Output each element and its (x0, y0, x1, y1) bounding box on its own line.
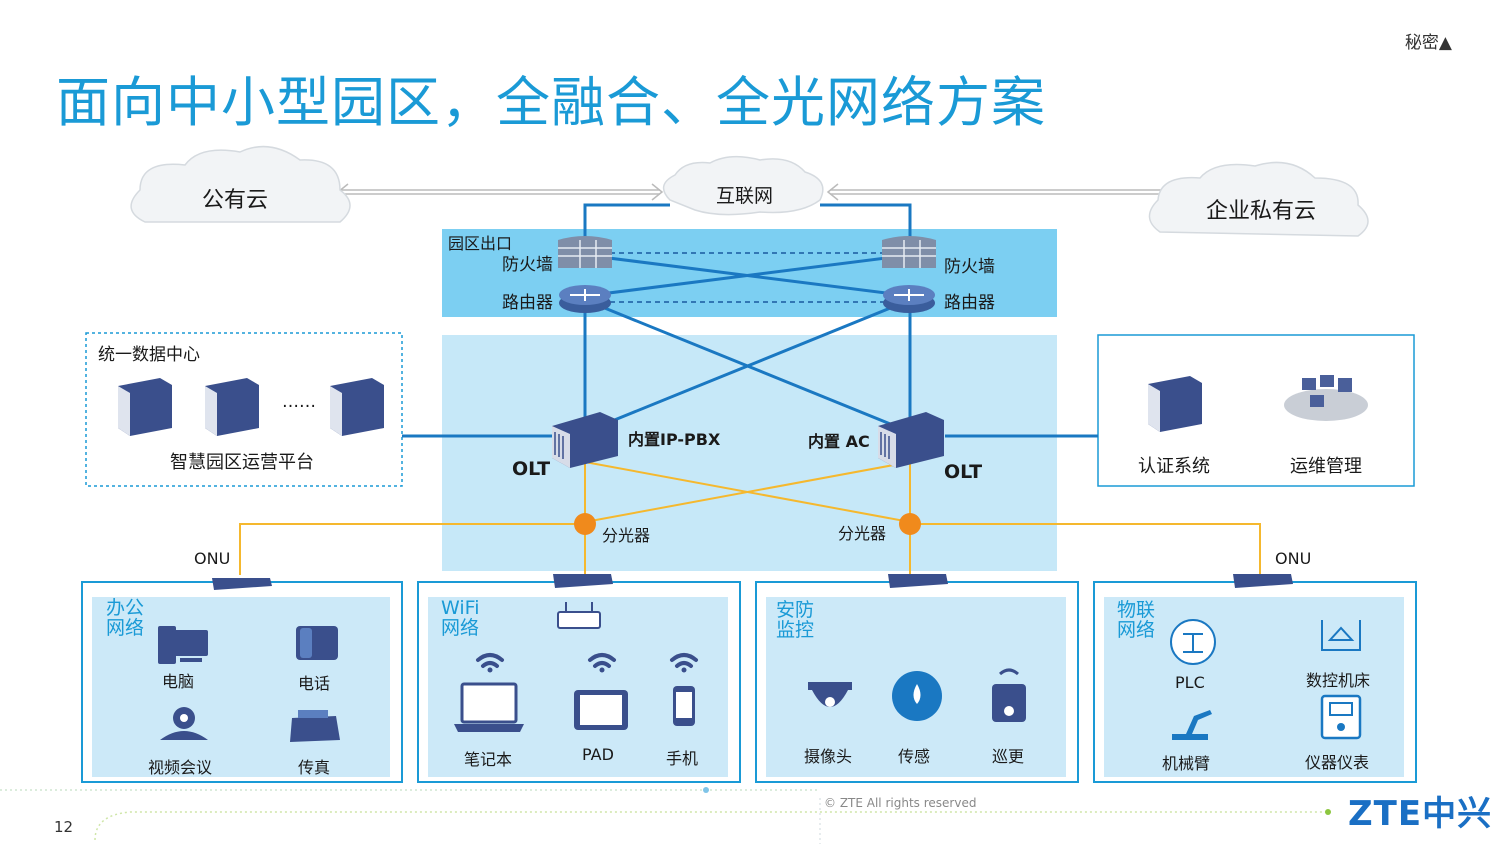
item-plc: PLC (1175, 673, 1205, 692)
zone-iot-title: 物联 网络 (1117, 599, 1156, 641)
tablet-icon (574, 690, 628, 730)
server-icon (118, 376, 1202, 436)
zte-logo: ZTE中兴 (1348, 794, 1493, 834)
router-icon (559, 285, 935, 313)
pbx-label: 内置IP-PBX (628, 430, 721, 449)
core-panel (442, 335, 1057, 571)
splitter-icon (574, 513, 921, 535)
router-left-label: 路由器 (502, 293, 553, 313)
public-cloud-label: 公有云 (202, 188, 269, 213)
splitter-left-label: 分光器 (602, 526, 651, 545)
olt-right-label: OLT (944, 461, 983, 483)
zone-boxes (81, 581, 1417, 783)
router-wifi-icon (557, 602, 601, 629)
backbone-links (402, 203, 1098, 438)
wifi-icon (476, 653, 698, 668)
item-instrument: 仪器仪表 (1305, 753, 1370, 772)
item-computer: 电脑 (162, 672, 195, 691)
wifi-icon-dots (487, 667, 687, 673)
olt-icon (552, 412, 944, 468)
video-conference-icon (160, 707, 208, 740)
ac-label: 内置 AC (808, 432, 870, 451)
splitter-right-label: 分光器 (838, 524, 887, 543)
item-video-conference: 视频会议 (148, 758, 213, 777)
router-right-label: 路由器 (944, 293, 995, 313)
phone-icon (296, 626, 338, 660)
olt-left-label: OLT (512, 458, 551, 480)
zone-office-title: 办公 网络 (106, 597, 145, 639)
page-title: 面向中小型园区，全融合、全光网络方案 (56, 71, 1046, 134)
network-management-icon (1284, 375, 1368, 421)
robot-arm-icon (1172, 710, 1212, 740)
item-laptop: 笔记本 (464, 750, 513, 769)
mobile-icon (673, 686, 695, 726)
secret-label: 秘密▲ (1404, 33, 1452, 53)
onu-left-label: ONU (194, 549, 231, 568)
item-robot-arm: 机械臂 (1162, 754, 1211, 773)
item-camera: 摄像头 (804, 747, 853, 766)
egress-label: 园区出口 (448, 234, 513, 253)
item-mobile: 手机 (666, 749, 699, 768)
datacenter-dots: …… (282, 392, 316, 412)
firewall-right-label: 防火墙 (944, 257, 995, 277)
onu-right-label: ONU (1275, 549, 1312, 568)
patrol-icon (992, 668, 1026, 722)
cloud-icon (130, 145, 1369, 237)
item-cnc: 数控机床 (1306, 671, 1371, 690)
firewall-icon (558, 236, 936, 268)
zone-security-title: 安防 监控 (776, 599, 815, 641)
computer-icon (158, 626, 208, 664)
auth-label: 认证系统 (1138, 456, 1210, 477)
internet-label: 互联网 (716, 185, 774, 207)
item-phone: 电话 (298, 674, 331, 693)
item-tablet: PAD (582, 745, 614, 764)
onu-icon (212, 574, 1293, 590)
firewall-left-label: 防火墙 (502, 255, 553, 275)
private-cloud-label: 企业私有云 (1206, 199, 1317, 224)
item-fax: 传真 (298, 758, 331, 777)
item-patrol: 巡更 (992, 747, 1025, 766)
item-sensor: 传感 (898, 747, 931, 766)
sensor-icon (892, 671, 942, 721)
instrument-icon (1320, 694, 1362, 740)
ops-label: 运维管理 (1290, 456, 1362, 477)
camera-icon (808, 682, 852, 707)
cnc-icon (1321, 620, 1361, 651)
platform-label: 智慧园区运营平台 (170, 452, 314, 473)
zone-wifi-title: WiFi 网络 (441, 597, 480, 639)
fax-icon (290, 710, 340, 742)
copyright: © ZTE All rights reserved (824, 796, 977, 810)
laptop-icon (454, 682, 524, 732)
datacenter-title: 统一数据中心 (98, 345, 200, 365)
plc-icon (1170, 619, 1216, 665)
page-number: 12 (54, 818, 74, 836)
